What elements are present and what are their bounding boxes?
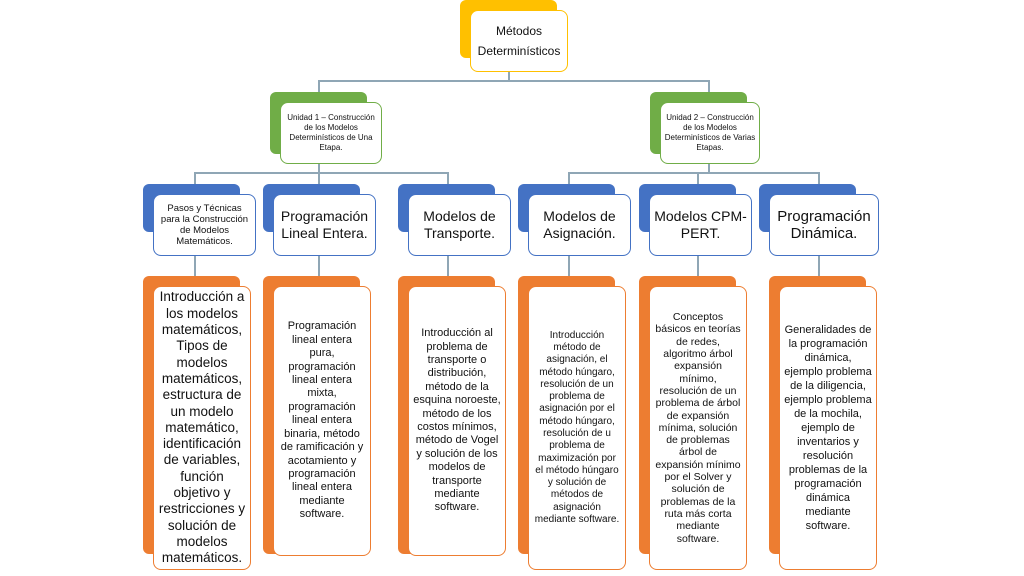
connector-root-down xyxy=(508,72,510,80)
connector-hdr1-cnt1 xyxy=(194,256,196,276)
connector-hdr1-up xyxy=(194,172,196,184)
header-6-label: Programación Dinámica. xyxy=(769,194,879,256)
connector-hdr5-cnt5 xyxy=(697,256,699,276)
content-2-node: Programación lineal entera pura, program… xyxy=(263,276,375,572)
content-6-node: Generalidades de la programación dinámic… xyxy=(769,276,881,572)
connector-hdr4-cnt4 xyxy=(568,256,570,276)
content-5-node: Conceptos básicos en teorías de redes, a… xyxy=(639,276,751,572)
header-5-node: Modelos CPM-PERT. xyxy=(639,184,754,258)
connector-unit2-up xyxy=(708,80,710,92)
unit-2-node: Unidad 2 – Construcción de los Modelos D… xyxy=(650,92,762,166)
root-label: Métodos Determinísticos xyxy=(470,10,568,72)
unit-1-node: Unidad 1 – Construcción de los Modelos D… xyxy=(270,92,382,166)
connector-hdr5-up xyxy=(697,172,699,184)
content-4-text: Introducción método de asignación, el mé… xyxy=(528,286,626,570)
unit-1-label: Unidad 1 – Construcción de los Modelos D… xyxy=(280,102,382,164)
content-3-node: Introducción al problema de transporte o… xyxy=(398,276,510,572)
header-3-node: Modelos de Transporte. xyxy=(398,184,513,258)
connector-unit2-bar xyxy=(568,172,819,174)
connector-unit1-down xyxy=(318,164,320,172)
header-1-node: Pasos y Técnicas para la Construcción de… xyxy=(143,184,258,258)
connector-unit1-bar xyxy=(194,172,448,174)
content-4-node: Introducción método de asignación, el mé… xyxy=(518,276,630,572)
content-2-text: Programación lineal entera pura, program… xyxy=(273,286,371,556)
connector-hdr2-up xyxy=(318,172,320,184)
header-1-label: Pasos y Técnicas para la Construcción de… xyxy=(153,194,256,256)
header-2-node: Programación Lineal Entera. xyxy=(263,184,378,258)
header-3-label: Modelos de Transporte. xyxy=(408,194,511,256)
connector-hdr3-cnt3 xyxy=(447,256,449,276)
content-3-text: Introducción al problema de transporte o… xyxy=(408,286,506,556)
root-node: Métodos Determinísticos xyxy=(460,0,570,74)
connector-hdr3-up xyxy=(447,172,449,184)
header-2-label: Programación Lineal Entera. xyxy=(273,194,376,256)
connector-hdr6-cnt6 xyxy=(818,256,820,276)
header-4-node: Modelos de Asignación. xyxy=(518,184,633,258)
content-1-node: Introducción a los modelos matemáticos, … xyxy=(143,276,255,572)
connector-hdr2-cnt2 xyxy=(318,256,320,276)
connector-unit2-down xyxy=(708,164,710,172)
header-4-label: Modelos de Asignación. xyxy=(528,194,631,256)
content-5-text: Conceptos básicos en teorías de redes, a… xyxy=(649,286,747,570)
connector-units-bar xyxy=(318,80,709,82)
header-5-label: Modelos CPM-PERT. xyxy=(649,194,752,256)
content-6-text: Generalidades de la programación dinámic… xyxy=(779,286,877,570)
connector-hdr4-up xyxy=(568,172,570,184)
connector-unit1-up xyxy=(318,80,320,92)
connector-hdr6-up xyxy=(818,172,820,184)
content-1-text: Introducción a los modelos matemáticos, … xyxy=(153,286,251,570)
header-6-node: Programación Dinámica. xyxy=(759,184,879,258)
unit-2-label: Unidad 2 – Construcción de los Modelos D… xyxy=(660,102,760,164)
